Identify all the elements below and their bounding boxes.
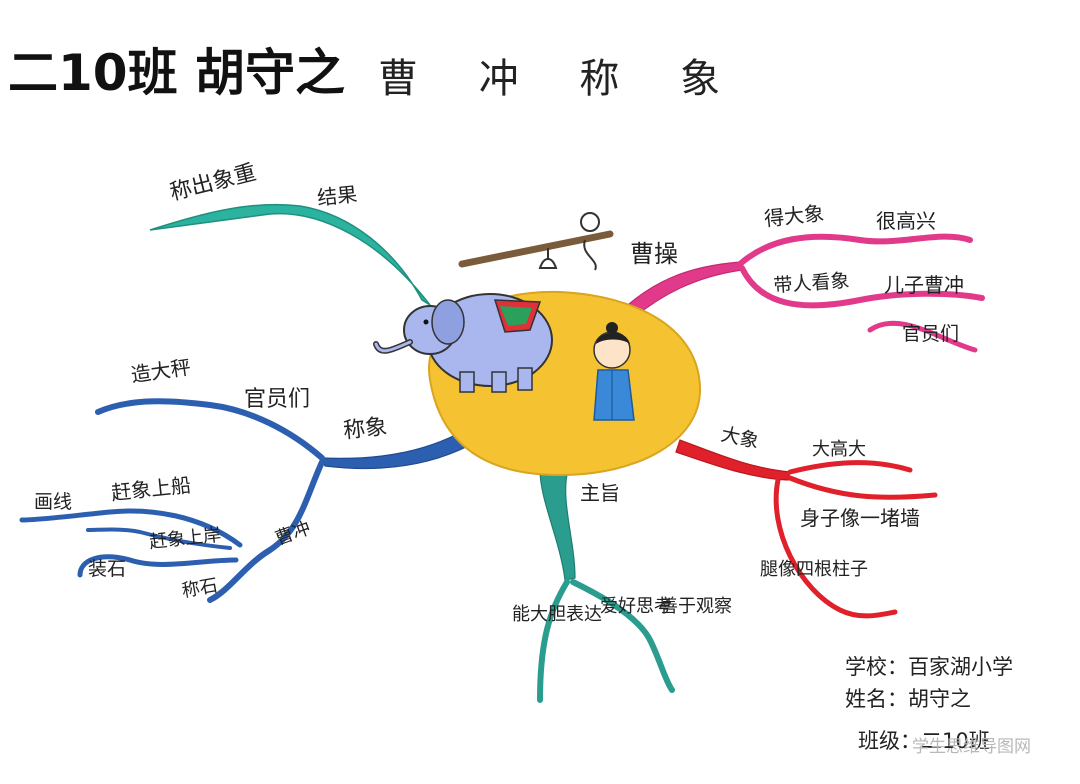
branch-theme-stem (539, 469, 576, 581)
branch-weigh-sub-b (77, 554, 239, 578)
branch-result: 结果 称出象重 (149, 160, 431, 306)
branch-weigh-sub-a (19, 508, 243, 548)
theme-a: 能大胆表达 (512, 604, 602, 625)
branch-result-leaf: 称出象重 (167, 160, 258, 206)
steelyard-icon (458, 212, 614, 271)
weigh-officials: 官员们 (244, 387, 310, 412)
map-topic: 曹 冲 称 象 (378, 56, 744, 102)
watermark: 学生思维导图网 (912, 737, 1031, 757)
branch-elephant-sub3 (773, 477, 898, 619)
elephant-c: 腿像四根柱子 (760, 559, 868, 580)
caocao-guan-yuan: 官员们 (902, 323, 959, 345)
branch-theme-sub-left (537, 579, 570, 703)
branch-weigh-stem (321, 429, 471, 470)
weigh-gan-xiang: 赶象上船 (110, 473, 192, 505)
weigh-scale: 造大秤 (129, 355, 192, 387)
branch-weigh-label: 称象 (342, 415, 388, 444)
branch-weigh-sub-down (207, 459, 325, 603)
branch-elephant-stem (675, 439, 791, 481)
elephant-b: 身子像一堵墙 (800, 506, 920, 530)
branch-caocao: 曹操 得大象 很高兴 带人看象 儿子曹冲 官员们 (611, 201, 985, 353)
branch-theme-label: 主旨 (580, 481, 620, 505)
theme-c: 善于观察 (660, 596, 732, 617)
info-school: 学校：百家湖小学 (845, 655, 1013, 679)
branch-caocao-sub2 (739, 265, 985, 309)
page-title: 二10班 胡守之 (8, 44, 345, 102)
branch-caocao-sub3 (867, 320, 978, 353)
elephant-a: 大高大 (812, 439, 866, 460)
branch-theme-sub-right (570, 579, 675, 693)
weigh-hua-xian: 画线 (34, 491, 72, 513)
branch-caocao-sub1 (737, 233, 973, 267)
boy-cao-chong-icon (593, 322, 635, 421)
branch-elephant-sub1 (787, 460, 913, 475)
caocao-hen-gao-xing: 很高兴 (876, 209, 936, 233)
branch-weigh-sub-top (95, 398, 325, 461)
branch-elephant: 大象 大高大 身子像一堵墙 腿像四根柱子 (675, 423, 938, 619)
theme-b: 爱好思考 (600, 596, 672, 617)
branch-caocao-label: 曹操 (630, 240, 678, 268)
branch-theme: 主旨 能大胆表达 爱好思考 善于观察 (512, 469, 732, 703)
caocao-er-zi: 儿子曹冲 (884, 273, 964, 297)
weigh-cao-chong: 曹冲 (273, 518, 314, 550)
caocao-dai-ren: 带人看象 (773, 270, 850, 297)
caocao-de-xiang: 得大象 (763, 201, 825, 231)
branch-elephant-label: 大象 (719, 423, 761, 452)
branch-result-label: 结果 (316, 182, 358, 210)
branch-weigh-sub-c (86, 527, 232, 550)
info-block: 学校：百家湖小学 姓名：胡守之 班级：二10班 (845, 655, 1013, 753)
branch-result-stem (149, 203, 431, 306)
weigh-gan-xiang-an: 赶象上岸 (148, 525, 222, 553)
info-name: 姓名：胡守之 (845, 687, 971, 711)
info-class: 班级：二10班 (858, 729, 990, 753)
central-image (373, 212, 702, 477)
branch-weigh: 称象 官员们 造大秤 曹冲 赶象上船 画线 赶象上岸 装石 称石 (19, 355, 471, 603)
weigh-zhuang-shi: 装石 (88, 558, 126, 580)
elephant-icon (373, 293, 553, 393)
branch-elephant-sub2 (787, 475, 938, 500)
